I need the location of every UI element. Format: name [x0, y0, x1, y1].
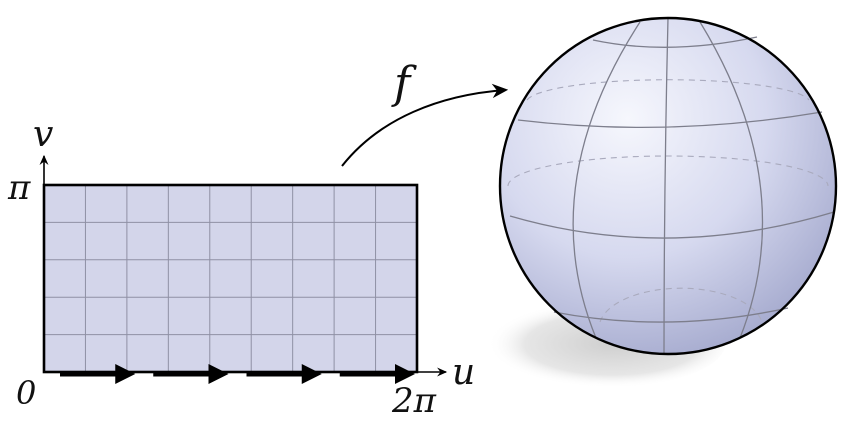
axes	[39, 154, 448, 377]
u-axis-label: u	[452, 352, 475, 393]
edge-arrow-head	[115, 364, 136, 384]
u-max-label: 2π	[391, 381, 437, 421]
latitude-back-3	[599, 287, 763, 323]
latitude-equator	[509, 211, 835, 239]
domain-grid	[44, 185, 417, 372]
latitude-back-1	[526, 79, 810, 101]
meridian-right	[699, 21, 764, 339]
edge-arrow-head	[395, 364, 415, 384]
parameter-domain	[42, 183, 419, 384]
origin-label: 0	[16, 374, 36, 412]
domain-rectangle	[44, 185, 417, 372]
meridian-left	[572, 21, 641, 339]
edge-arrow-head	[301, 364, 322, 384]
latitude-lower	[553, 307, 789, 323]
map-arrow	[341, 83, 509, 167]
meridian-center	[663, 17, 669, 355]
sphere	[475, 16, 838, 388]
v-max-label: π	[7, 168, 31, 208]
latitude-top	[592, 36, 758, 48]
edge-arrow-head	[208, 364, 229, 384]
latitude-back-2	[507, 155, 829, 187]
bottom-edge-arrows	[60, 364, 415, 384]
v-axis-label: v	[33, 114, 53, 155]
sphere-body	[500, 18, 836, 354]
sphere-outline	[498, 16, 838, 356]
map-label: f	[391, 58, 417, 109]
latitude-upper	[517, 111, 823, 128]
